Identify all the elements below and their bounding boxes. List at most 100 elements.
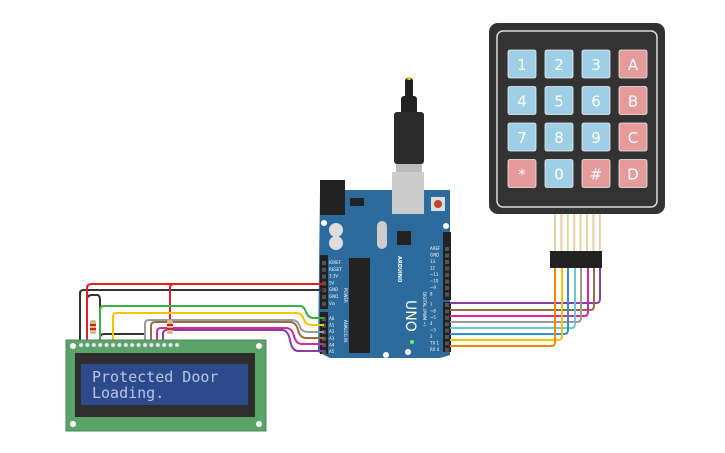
pin-label: ~3	[430, 328, 436, 333]
lcd-line-1: Protected Door	[92, 368, 218, 386]
pin-socket[interactable]	[445, 335, 449, 339]
lcd-pin[interactable]	[123, 342, 129, 348]
pin-socket[interactable]	[322, 274, 326, 279]
pin-socket[interactable]	[445, 309, 449, 314]
wire-black[interactable]	[79, 289, 324, 345]
pin-socket[interactable]	[445, 315, 449, 320]
wire-pink[interactable]	[450, 268, 589, 317]
pin-socket[interactable]	[445, 253, 449, 258]
key-A[interactable]: A	[618, 49, 648, 79]
pin-socket[interactable]	[445, 273, 449, 277]
brand-label: ARDUINO	[396, 256, 402, 282]
wire-purple[interactable]	[162, 329, 324, 352]
wire-brown[interactable]	[450, 268, 595, 311]
pin-label: 2	[430, 334, 433, 339]
key-3[interactable]: 3	[581, 49, 611, 79]
digital-header-low[interactable]	[443, 302, 451, 352]
pin-socket[interactable]	[445, 266, 449, 271]
lcd-pin[interactable]	[142, 342, 148, 348]
key-label: 3	[591, 56, 601, 74]
lcd-pin[interactable]	[161, 342, 167, 348]
lcd-pin[interactable]	[91, 342, 97, 348]
key-1[interactable]: 1	[507, 49, 537, 79]
pin-label: 7	[430, 302, 433, 307]
wire-yellow[interactable]	[112, 312, 324, 345]
wire-purple[interactable]	[450, 268, 601, 304]
usb-cable[interactable]	[394, 76, 424, 174]
digital-label: DIGITAL (PWM ~)	[422, 292, 427, 327]
key-7[interactable]: 7	[507, 122, 537, 152]
wire-gray[interactable]	[144, 319, 324, 345]
digital-header-high[interactable]	[443, 232, 451, 300]
pin-socket[interactable]	[322, 267, 326, 272]
wire-gray[interactable]	[450, 268, 582, 323]
pin-label: RX 0	[430, 347, 440, 352]
pin-socket[interactable]	[445, 341, 449, 346]
pin-label: A5	[329, 349, 335, 354]
wire-orange[interactable]	[450, 268, 556, 347]
key-#[interactable]: #	[581, 159, 611, 188]
wire-green[interactable]	[99, 305, 324, 345]
lcd-pin[interactable]	[136, 342, 141, 348]
pin-label: 5V	[329, 280, 335, 285]
wire-yellow[interactable]	[450, 268, 563, 341]
pin-socket[interactable]	[445, 292, 449, 297]
key-4[interactable]: 4	[507, 86, 537, 115]
pin-label: RESET	[329, 267, 342, 272]
pin-label: AREF	[430, 246, 441, 251]
lcd-pin[interactable]	[110, 342, 116, 348]
lcd-pin[interactable]	[174, 342, 180, 348]
wire-brown[interactable]	[150, 321, 324, 345]
key-*[interactable]: *	[507, 159, 537, 188]
key-9[interactable]: 9	[581, 122, 611, 152]
key-2[interactable]: 2	[544, 49, 574, 79]
wire-red[interactable]	[169, 283, 324, 320]
pin-socket[interactable]	[445, 347, 449, 352]
pin-label: GND	[329, 287, 338, 292]
wire-red[interactable]	[86, 283, 324, 345]
lcd-pin[interactable]	[97, 342, 103, 348]
key-label: 8	[554, 129, 564, 147]
pin-socket[interactable]	[322, 301, 326, 306]
resistor-1[interactable]	[90, 320, 96, 334]
pin-socket[interactable]	[322, 261, 326, 265]
pin-socket[interactable]	[445, 328, 449, 333]
key-C[interactable]: C	[618, 122, 648, 152]
wire-pink[interactable]	[156, 327, 324, 345]
pin-socket[interactable]	[445, 303, 449, 307]
pin-label: GND	[329, 294, 338, 299]
pin-label: ~11	[430, 272, 439, 277]
lcd-pin[interactable]	[129, 342, 135, 348]
key-D[interactable]: D	[618, 159, 648, 188]
key-5[interactable]: 5	[544, 86, 574, 115]
pin-socket[interactable]	[322, 295, 326, 299]
pin-socket[interactable]	[445, 286, 449, 290]
wire-blue[interactable]	[450, 268, 569, 335]
pin-socket[interactable]	[445, 279, 449, 284]
key-B[interactable]: B	[618, 86, 648, 115]
lcd-16x2[interactable]: Protected Door Loading.	[65, 339, 267, 432]
lcd-pin[interactable]	[85, 342, 90, 348]
wires	[79, 268, 601, 352]
pin-label: ~6	[430, 308, 436, 313]
pin-socket[interactable]	[445, 260, 449, 264]
lcd-pin[interactable]	[168, 342, 173, 348]
reset-button[interactable]	[434, 200, 442, 208]
lcd-pin[interactable]	[78, 342, 84, 348]
pin-socket[interactable]	[322, 343, 326, 348]
key-6[interactable]: 6	[581, 86, 611, 115]
key-8[interactable]: 8	[544, 122, 574, 152]
wire-cyan[interactable]	[450, 268, 576, 329]
pin-socket[interactable]	[445, 247, 449, 251]
key-label: 1	[517, 56, 527, 74]
pin-socket[interactable]	[445, 322, 449, 327]
lcd-pin[interactable]	[104, 342, 109, 348]
lcd-pin[interactable]	[117, 342, 122, 348]
key-0[interactable]: 0	[544, 159, 574, 188]
lcd-pin[interactable]	[155, 342, 161, 348]
lcd-pin[interactable]	[149, 342, 154, 348]
resistor-2[interactable]	[167, 320, 173, 334]
arduino-uno-board[interactable]: UNO ARDUINO POWER ANALOG IN DIGITAL (PWM…	[318, 172, 451, 358]
